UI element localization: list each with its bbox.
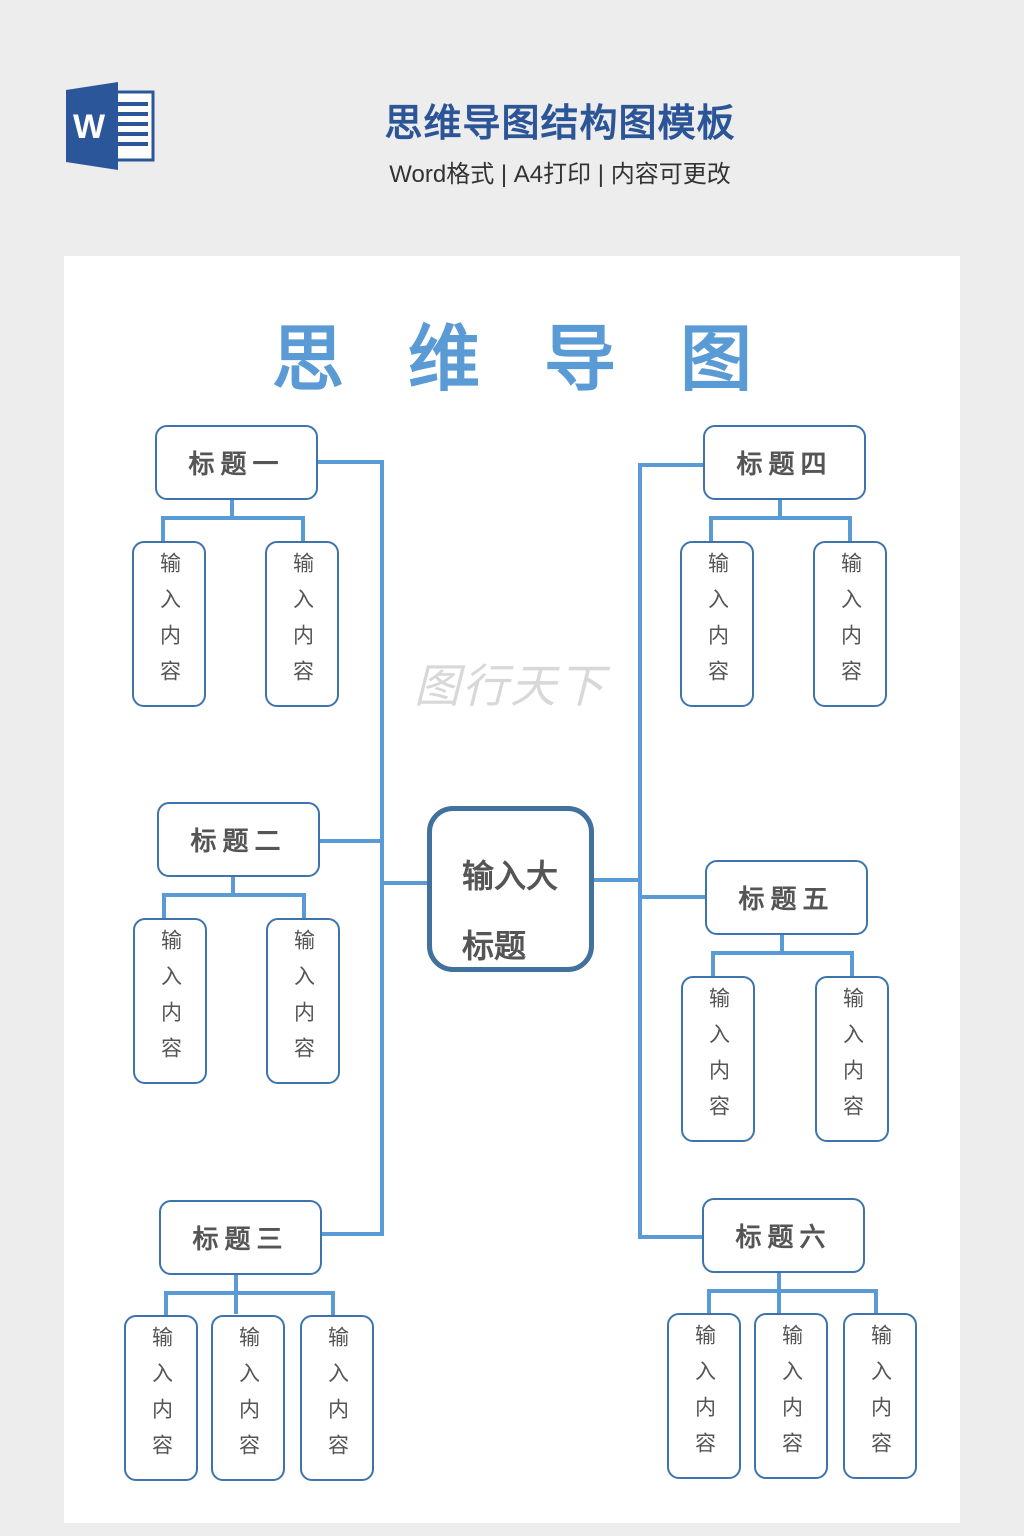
- center-node[interactable]: 输入大 标题: [427, 806, 594, 972]
- leaf-node[interactable]: 输入内容: [211, 1315, 285, 1481]
- leaf-node[interactable]: 输入内容: [300, 1315, 374, 1481]
- leaf-text: 输入内容: [838, 552, 863, 696]
- connector-b5-children: [711, 935, 854, 976]
- page-title: 思维导图结构图模板: [384, 101, 736, 145]
- leaf-text: 输入内容: [291, 929, 316, 1073]
- leaf-node[interactable]: 输入内容: [667, 1313, 741, 1479]
- branch-heading-6[interactable]: 标题六: [702, 1198, 865, 1273]
- connector-b3-children: [164, 1275, 335, 1315]
- center-node-line2: 标题: [462, 927, 527, 965]
- branch-heading-5[interactable]: 标题五: [705, 860, 868, 935]
- leaf-text: 输入内容: [868, 1324, 893, 1468]
- leaf-node[interactable]: 输入内容: [754, 1313, 828, 1479]
- connector-left-trunk: [318, 460, 384, 1236]
- page-subtitle: Word格式 | A4打印 | 内容可更改: [389, 161, 731, 188]
- leaf-text: 输入内容: [290, 552, 315, 696]
- connector-b2-children: [162, 877, 306, 918]
- leaf-text: 输入内容: [705, 552, 730, 696]
- leaf-text: 输入内容: [779, 1324, 804, 1468]
- leaf-node[interactable]: 输入内容: [265, 541, 339, 707]
- leaf-node[interactable]: 输入内容: [680, 541, 754, 707]
- connector-right-trunk: [638, 463, 704, 1239]
- center-node-line1: 输入大: [462, 857, 559, 895]
- leaf-text: 输入内容: [840, 987, 865, 1131]
- word-logo-letter: W: [73, 108, 106, 146]
- branch-heading-4[interactable]: 标题四: [703, 425, 866, 500]
- word-document-icon: W: [64, 82, 156, 170]
- branch-heading-3[interactable]: 标题三: [159, 1200, 322, 1275]
- leaf-text: 输入内容: [157, 552, 182, 696]
- leaf-text: 输入内容: [706, 987, 731, 1131]
- leaf-node[interactable]: 输入内容: [124, 1315, 198, 1481]
- leaf-node[interactable]: 输入内容: [813, 541, 887, 707]
- leaf-node[interactable]: 输入内容: [681, 976, 755, 1142]
- branch-heading-1[interactable]: 标题一: [155, 425, 318, 500]
- connector-b4-children: [709, 500, 852, 541]
- connector-b1-children: [161, 500, 305, 541]
- leaf-text: 输入内容: [158, 929, 183, 1073]
- leaf-text: 输入内容: [149, 1326, 174, 1470]
- leaf-text: 输入内容: [325, 1326, 350, 1470]
- connector-b6-children: [707, 1272, 878, 1313]
- leaf-text: 输入内容: [692, 1324, 717, 1468]
- leaf-node[interactable]: 输入内容: [843, 1313, 917, 1479]
- leaf-text: 输入内容: [236, 1326, 261, 1470]
- leaf-node[interactable]: 输入内容: [133, 918, 207, 1084]
- mindmap-title: 思维导图: [271, 317, 816, 401]
- watermark: 图行天下: [414, 659, 606, 713]
- leaf-node[interactable]: 输入内容: [132, 541, 206, 707]
- branch-heading-2[interactable]: 标题二: [157, 802, 320, 877]
- leaf-node[interactable]: 输入内容: [815, 976, 889, 1142]
- leaf-node[interactable]: 输入内容: [266, 918, 340, 1084]
